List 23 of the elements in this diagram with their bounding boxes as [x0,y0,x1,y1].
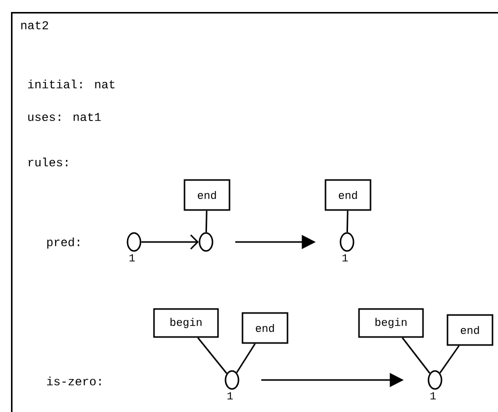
connector-line [197,337,228,374]
port-box: end [446,314,494,346]
connector-line [346,210,348,232]
connector-line [205,210,208,232]
label-text: is-zero: [47,376,101,386]
arrow [141,234,199,250]
port-number: 1 [342,254,348,262]
port-number: 1 [130,254,135,262]
port-number: 1 [430,392,436,400]
port-box: begin [153,308,219,338]
label-text: rules: [28,158,68,166]
port-number: 1 [228,392,233,400]
node-circle [198,232,214,252]
connector-line [439,345,460,374]
connector-line [402,337,430,374]
port-box: begin [358,308,424,338]
label-text: pred: [47,237,80,249]
port-box: end [324,179,372,211]
label-text: uses: nat1 [28,112,101,122]
label-text: initial: nat [28,80,114,88]
port-box: end [184,179,230,211]
port-box: end [242,312,288,344]
connector-line [236,343,256,373]
